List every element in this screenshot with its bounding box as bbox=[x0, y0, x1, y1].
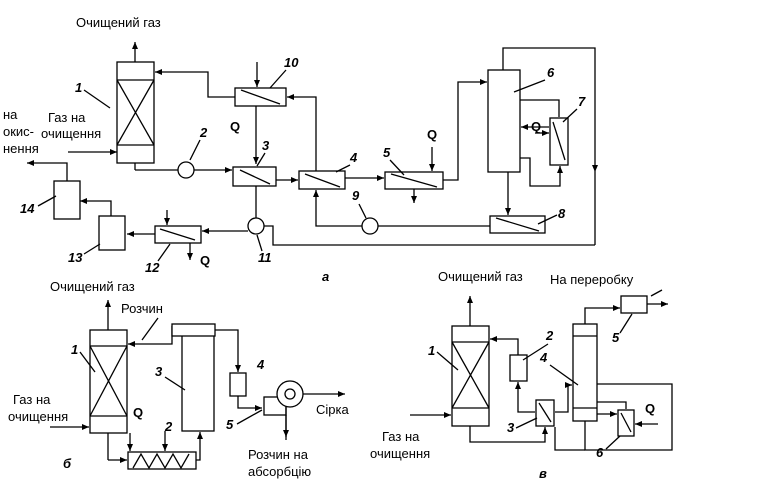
scheme-b-letter: б bbox=[63, 456, 72, 471]
condenser-5-c bbox=[620, 295, 648, 314]
to-oxidation-label-3: нення bbox=[3, 141, 39, 156]
number-2-a: 2 bbox=[199, 125, 208, 140]
scheme-c: Очищений газ Газ на очищення На переробк… bbox=[370, 269, 673, 481]
pump-11-a bbox=[247, 217, 265, 235]
to-oxidation-label-1: на bbox=[3, 107, 18, 122]
number-6-c: 6 bbox=[596, 445, 604, 460]
gas-to-clean-label-c-1: Газ на bbox=[382, 429, 420, 444]
q-label-a-4: Q bbox=[200, 253, 210, 268]
gas-to-clean-label-c-2: очищення bbox=[370, 446, 430, 461]
scheme-a: Очищений газ Газ на очищення на окис- не… bbox=[3, 15, 598, 284]
number-2-b: 2 bbox=[164, 419, 173, 434]
to-oxidation-label-2: окис- bbox=[3, 124, 34, 139]
q-label-a-2: Q bbox=[427, 127, 437, 142]
to-processing-label: На переробку bbox=[550, 272, 634, 287]
number-8-a: 8 bbox=[558, 206, 566, 221]
gas-to-clean-label-a-1: Газ на bbox=[48, 110, 86, 125]
gas-to-clean-label-b-2: очищення bbox=[8, 409, 68, 424]
regenerator-6-a bbox=[487, 69, 521, 173]
solution-absorption-label-1: Розчин на bbox=[248, 447, 309, 462]
number-7-a: 7 bbox=[578, 94, 586, 109]
cleaned-gas-label-b: Очищений газ bbox=[50, 279, 135, 294]
number-4-a: 4 bbox=[349, 150, 358, 165]
number-12-a: 12 bbox=[145, 260, 160, 275]
cleaned-gas-label-c: Очищений газ bbox=[438, 269, 523, 284]
gas-to-clean-label-b-1: Газ на bbox=[13, 392, 51, 407]
number-6-a: 6 bbox=[547, 65, 555, 80]
cleaned-gas-label-a: Очищений газ bbox=[76, 15, 161, 30]
separator-4-b bbox=[229, 372, 247, 397]
regenerator-4-c bbox=[572, 323, 598, 422]
solution-absorption-label-2: абсорбцію bbox=[248, 464, 311, 479]
number-4-b: 4 bbox=[256, 357, 265, 372]
q-label-b: Q bbox=[133, 405, 143, 420]
number-9-a: 9 bbox=[352, 188, 360, 203]
number-3-c: 3 bbox=[507, 420, 515, 435]
scheme-a-letter: а bbox=[322, 269, 329, 284]
number-1-c: 1 bbox=[428, 343, 435, 358]
sulfur-label: Сірка bbox=[316, 402, 349, 417]
reactor-3-b bbox=[181, 332, 215, 432]
number-5-b: 5 bbox=[226, 417, 234, 432]
pump-2-a bbox=[177, 161, 195, 179]
number-5-c: 5 bbox=[612, 330, 620, 345]
pump-9-a bbox=[361, 217, 379, 235]
q-label-a-1: Q bbox=[230, 119, 240, 134]
q-label-c: Q bbox=[645, 401, 655, 416]
scheme-b: Очищений газ Розчин Газ на очищення Q Сі… bbox=[8, 279, 349, 479]
number-3-a: 3 bbox=[262, 138, 270, 153]
oxidizer-14-a bbox=[53, 180, 81, 220]
separator-13-a bbox=[98, 215, 126, 251]
number-11-a: 11 bbox=[258, 250, 272, 265]
number-5-a: 5 bbox=[383, 145, 391, 160]
absorber-1-a bbox=[116, 61, 155, 164]
scheme-c-letter: в bbox=[539, 466, 547, 481]
number-1-b: 1 bbox=[71, 342, 78, 357]
absorber-1-c bbox=[451, 325, 490, 427]
gas-to-clean-label-a-2: очищення bbox=[41, 126, 101, 141]
number-13-a: 13 bbox=[68, 250, 83, 265]
number-14-a: 14 bbox=[20, 201, 35, 216]
number-2-c: 2 bbox=[545, 328, 554, 343]
number-10-a: 10 bbox=[284, 55, 299, 70]
number-4-c: 4 bbox=[539, 350, 548, 365]
q-label-a-3: Q bbox=[531, 119, 541, 134]
absorber-1-b bbox=[89, 329, 128, 434]
number-1-a: 1 bbox=[75, 80, 82, 95]
solution-label-b: Розчин bbox=[121, 301, 163, 316]
number-3-b: 3 bbox=[155, 364, 163, 379]
